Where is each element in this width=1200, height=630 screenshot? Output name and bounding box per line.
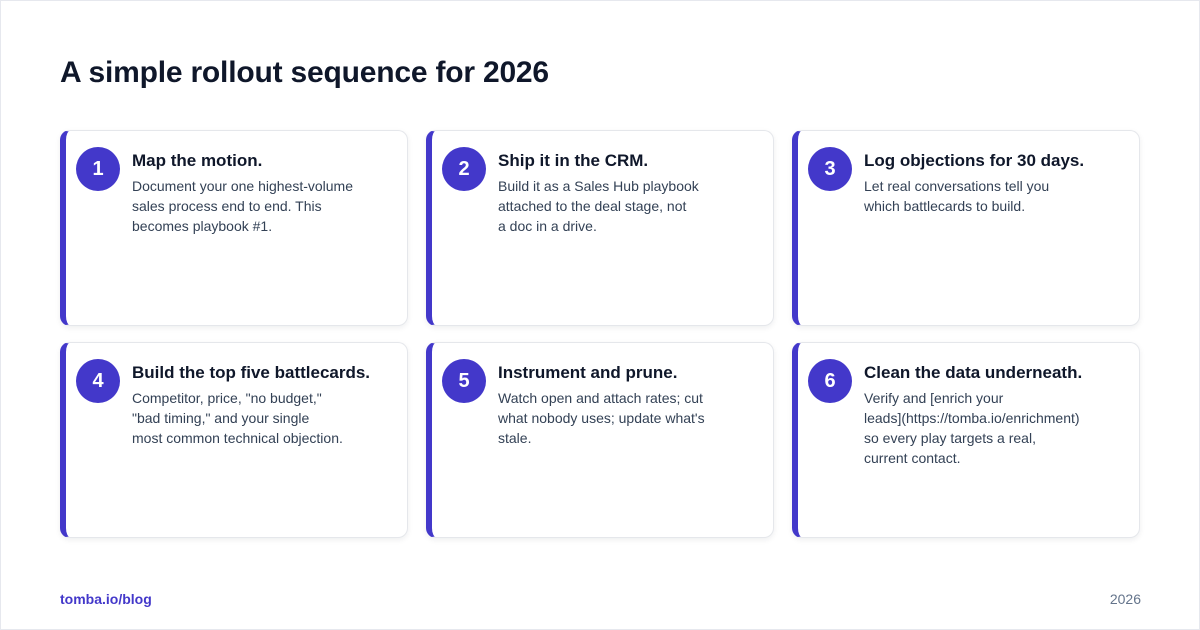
step-description: Build it as a Sales Hub playbook attache…	[498, 178, 699, 234]
step-number-badge: 4	[76, 359, 120, 403]
step-card-4: 4 Build the top five battlecards. Compet…	[60, 342, 408, 538]
step-description: Watch open and attach rates; cut what no…	[498, 390, 705, 446]
steps-grid: 1 Map the motion. Document your one high…	[60, 130, 1141, 538]
step-title: Build the top five battlecards.	[132, 363, 371, 382]
footer-year: 2026	[1109, 591, 1141, 607]
step-card-5: 5 Instrument and prune. Watch open and a…	[426, 342, 774, 538]
step-title: Ship it in the CRM.	[498, 151, 649, 170]
footer-brand-link[interactable]: tomba.io/blog	[60, 591, 152, 607]
step-card-1: 1 Map the motion. Document your one high…	[60, 130, 408, 326]
step-description: Competitor, price, "no budget," "bad tim…	[132, 390, 343, 446]
step-title: Clean the data underneath.	[864, 363, 1083, 382]
step-number-badge: 5	[442, 359, 486, 403]
step-description: Verify and [enrich your leads](https://t…	[864, 390, 1080, 466]
step-title: Log objections for 30 days.	[864, 151, 1085, 170]
step-title: Map the motion.	[132, 151, 263, 170]
step-description: Document your one highest-volume sales p…	[132, 178, 354, 234]
step-number-badge: 2	[442, 147, 486, 191]
step-title: Instrument and prune.	[498, 363, 678, 382]
step-card-2: 2 Ship it in the CRM. Build it as a Sale…	[426, 130, 774, 326]
step-number-badge: 1	[76, 147, 120, 191]
step-card-6: 6 Clean the data underneath. Verify and …	[792, 342, 1140, 538]
step-description: Let real conversations tell you which ba…	[864, 178, 1050, 214]
step-number-badge: 3	[808, 147, 852, 191]
step-card-3: 3 Log objections for 30 days. Let real c…	[792, 130, 1140, 326]
step-number-badge: 6	[808, 359, 852, 403]
page-title: A simple rollout sequence for 2026	[60, 56, 549, 89]
